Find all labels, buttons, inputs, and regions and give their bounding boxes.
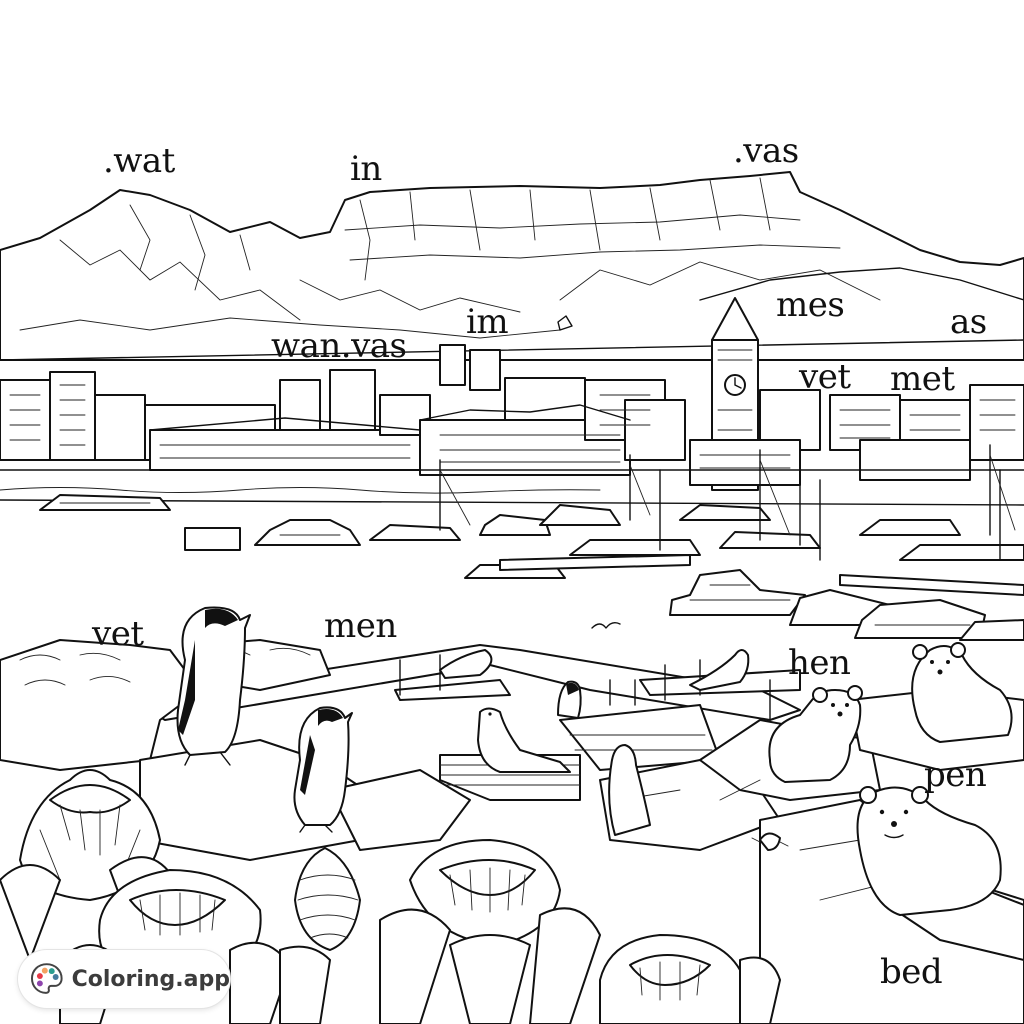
word-label-wanvas: wan.vas <box>271 326 407 366</box>
word-label-wat: .wat <box>103 141 175 181</box>
palette-icon <box>30 963 63 994</box>
seal-on-rock <box>608 744 651 836</box>
seal-on-raft <box>477 707 571 773</box>
dassie-front <box>856 786 1002 916</box>
table-mountain <box>0 171 1024 361</box>
penguin-large <box>176 606 251 766</box>
word-label-hen: hen <box>788 643 851 683</box>
word-label-vet-top: vet <box>799 357 851 397</box>
protea-flowers <box>0 769 781 1024</box>
brand-name: Coloring.app <box>71 966 230 992</box>
boats <box>254 444 1024 641</box>
penguin-small <box>293 706 353 833</box>
bird-sky <box>557 315 573 331</box>
harbour <box>0 469 1024 551</box>
penguin-distant <box>557 680 582 719</box>
dassie-right <box>911 642 1013 743</box>
word-label-as: as <box>950 302 987 342</box>
word-label-pen: pen <box>924 755 987 795</box>
crab <box>751 832 789 851</box>
word-label-vet-left: vet <box>92 614 144 654</box>
word-label-im: im <box>466 302 509 342</box>
word-label-met: met <box>890 359 955 399</box>
word-label-bed: bed <box>880 952 943 992</box>
seal-on-dock <box>689 649 750 691</box>
word-label-in: in <box>350 149 382 189</box>
city-skyline <box>0 297 1024 491</box>
seal-lying <box>439 649 493 679</box>
word-label-men: men <box>324 606 397 646</box>
coloring-app-badge[interactable]: Coloring.app <box>18 950 230 1008</box>
word-label-vas: .vas <box>733 131 799 171</box>
seagull <box>591 621 621 629</box>
word-label-mes: mes <box>776 285 845 325</box>
dassie-left <box>768 685 863 783</box>
